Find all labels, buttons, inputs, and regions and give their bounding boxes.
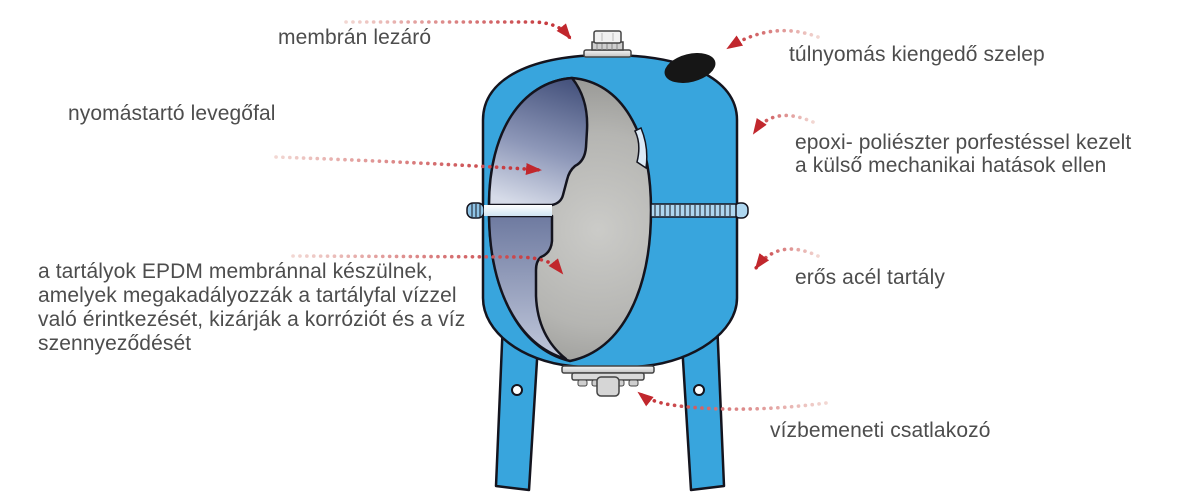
label-overpressure-valve: túlnyomás kiengedő szelep [789, 43, 1045, 66]
seam-ribbed-band [650, 203, 737, 218]
overpressure-valve-bump [664, 53, 716, 83]
membrane-step-sliver [633, 126, 648, 170]
air-wall-lower [487, 214, 568, 361]
label-water-inlet: vízbemeneti csatlakozó [770, 419, 991, 442]
seam-white-band [484, 205, 552, 216]
label-steel-tank: erős acél tartály [795, 266, 945, 289]
seam-ribs [654, 205, 731, 216]
arrow-overpressure-valve [726, 28, 820, 50]
right-leg-hole [693, 384, 705, 396]
label-air-wall: nyomástartó levegőfal [68, 102, 276, 125]
label-membrane-seal: membrán lezáró [278, 26, 432, 49]
label-epoxy-coating: epoxi- poliészter porfestéssel kezelt a … [795, 131, 1132, 177]
arrow-steel-tank [754, 247, 820, 270]
arrow-water-inlet [637, 391, 828, 411]
seam-left-nub-ribs [471, 204, 481, 217]
arrow-epdm-membrane [291, 254, 564, 275]
label-epdm-membrane: a tartályok EPDM membránnal készülnek, a… [38, 260, 466, 355]
water-inlet-flange [561, 365, 655, 397]
membrane-seal-valve [583, 30, 632, 58]
air-wall-upper [487, 76, 589, 207]
arrow-epoxy-coating [752, 113, 815, 135]
left-leg-hole [511, 384, 523, 396]
arrow-membrane-seal [344, 20, 572, 40]
arrow-air-wall [274, 155, 542, 175]
